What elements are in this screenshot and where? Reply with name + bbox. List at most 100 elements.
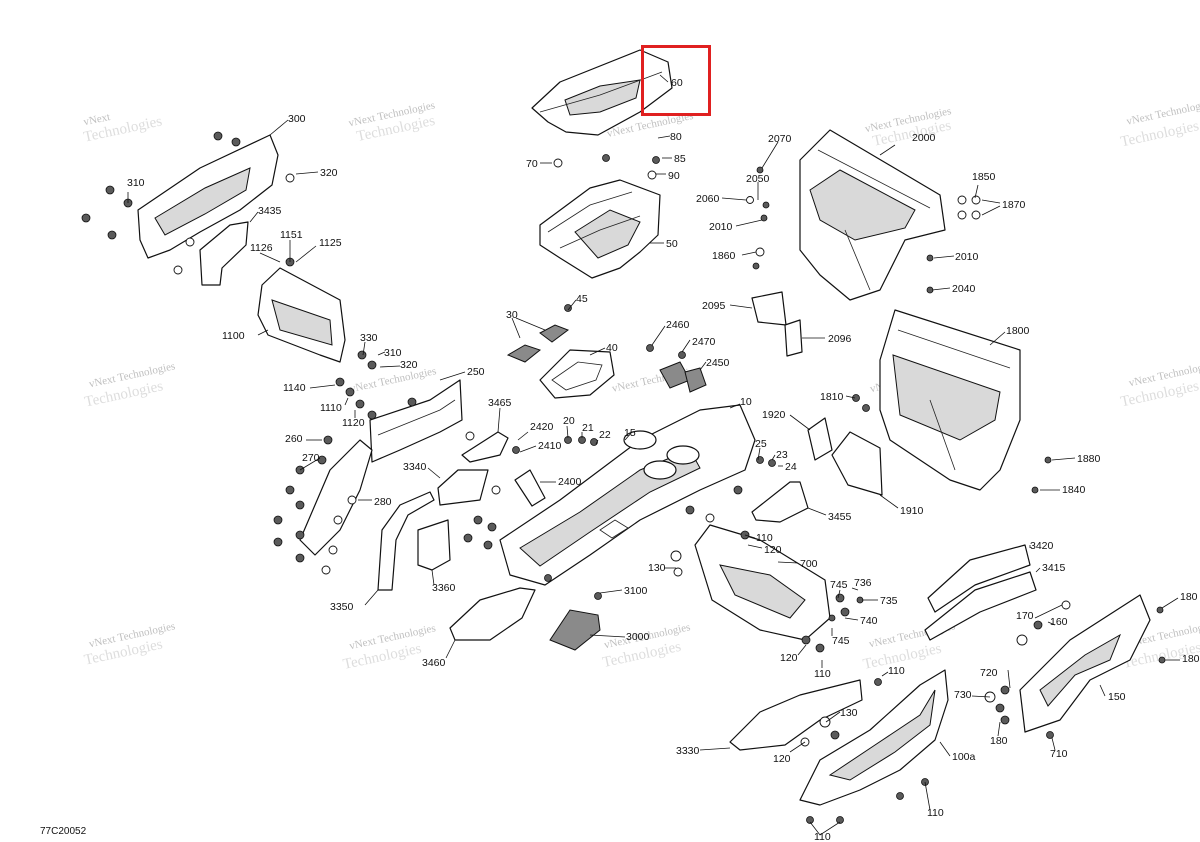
callout-745: 745 [830, 579, 848, 591]
callout-21: 21 [582, 422, 594, 434]
callout-1850: 1850 [972, 171, 996, 183]
callout-90: 90 [668, 170, 680, 182]
leader-layer [127, 74, 1180, 836]
part-3100 [549, 609, 601, 651]
part-2096 [784, 319, 803, 357]
callout-22: 22 [599, 429, 611, 441]
callout-280: 280 [374, 496, 392, 508]
diagram-code: 77C20052 [40, 826, 87, 837]
part-3350 [377, 491, 435, 591]
callout-1870: 1870 [1002, 199, 1026, 211]
part-3340 [437, 469, 489, 506]
callout-1110: 1110 [320, 402, 342, 414]
callout-250: 250 [467, 366, 485, 378]
callout-120: 120 [773, 753, 791, 765]
callout-layer: 60 80 85 90 70 50 300 310 320 3435 1126 … [127, 77, 1200, 842]
callout-70: 70 [526, 158, 538, 170]
part-50-console-bin [539, 179, 661, 279]
callout-2050: 2050 [746, 173, 770, 185]
callout-3350: 3350 [330, 601, 354, 613]
callout-3415: 3415 [1042, 562, 1066, 574]
callout-3460: 3460 [422, 657, 446, 669]
callout-700: 700 [800, 558, 818, 570]
callout-40: 40 [606, 342, 618, 354]
callout-1151: 1151 [280, 229, 303, 241]
callout-1120: 1120 [342, 417, 365, 429]
callout-2060: 2060 [696, 193, 720, 205]
callout-50: 50 [666, 238, 678, 250]
callout-110: 110 [814, 831, 831, 842]
part-60-top-cover [531, 49, 673, 136]
callout-23: 23 [776, 449, 788, 461]
callout-45: 45 [576, 293, 588, 305]
callout-735: 735 [880, 595, 898, 607]
watermark-text: vNext [82, 111, 111, 128]
callout-3435: 3435 [258, 205, 282, 217]
part-10-main-console [499, 404, 756, 586]
callout-736: 736 [854, 577, 872, 589]
fastener-layer [81, 131, 1166, 824]
callout-110: 110 [888, 665, 905, 677]
callout-80: 80 [670, 131, 682, 143]
callout-1810: 1810 [820, 391, 844, 403]
callout-20: 20 [563, 415, 575, 427]
callout-2095: 2095 [702, 300, 726, 312]
callout-10: 10 [740, 396, 752, 408]
callout-310: 310 [127, 177, 145, 189]
callout-2450: 2450 [706, 357, 730, 369]
highlight-box-part-60 [641, 45, 711, 116]
part-3415 [924, 571, 1037, 641]
callout-1140: 1140 [283, 382, 306, 394]
callout-1920: 1920 [762, 409, 786, 421]
callout-2096: 2096 [828, 333, 852, 345]
callout-710: 710 [1050, 748, 1068, 760]
callout-740: 740 [860, 615, 878, 627]
callout-3340: 3340 [403, 461, 427, 473]
part-40-tray [539, 349, 615, 399]
callout-3330: 3330 [676, 745, 700, 757]
callout-320: 320 [320, 167, 338, 179]
callout-130: 130 [840, 707, 858, 719]
callout-1880: 1880 [1077, 453, 1101, 465]
callout-3360: 3360 [432, 582, 456, 594]
callout-1126: 1126 [250, 242, 273, 254]
callout-730: 730 [954, 689, 972, 701]
part-2095 [751, 291, 787, 326]
watermark-text: vNext Technologies [349, 365, 438, 395]
callout-745: 745 [832, 635, 850, 647]
part-250 [369, 379, 463, 463]
part-2400 [514, 469, 546, 507]
callout-2000: 2000 [912, 132, 936, 144]
callout-310: 310 [384, 347, 402, 359]
callout-180: 180 [1182, 653, 1200, 665]
callout-2470: 2470 [692, 336, 716, 348]
callout-150: 150 [1108, 691, 1126, 703]
callout-60: 60 [671, 77, 683, 89]
callout-1800: 1800 [1006, 325, 1030, 337]
callout-3100: 3100 [624, 585, 648, 597]
callout-2070: 2070 [768, 133, 792, 145]
callout-330: 330 [360, 332, 378, 344]
part-150 [1019, 594, 1151, 733]
part-2000 [799, 129, 946, 301]
part-1920 [807, 417, 833, 461]
callout-1910: 1910 [900, 505, 924, 517]
part-300-left-panel [137, 134, 279, 259]
callout-3455: 3455 [828, 511, 852, 523]
callout-2040: 2040 [952, 283, 976, 295]
callout-25: 25 [755, 438, 767, 450]
callout-110: 110 [756, 532, 773, 544]
callout-180: 180 [1180, 591, 1198, 603]
callout-3000: 3000 [626, 631, 650, 643]
callout-2010: 2010 [709, 221, 733, 233]
callout-170: 170 [1016, 610, 1034, 622]
callout-130: 130 [648, 562, 666, 574]
callout-24: 24 [785, 461, 797, 473]
part-3420 [927, 544, 1031, 613]
callout-2010: 2010 [955, 251, 979, 263]
callout-2460: 2460 [666, 319, 690, 331]
callout-120: 120 [764, 544, 782, 556]
part-3460 [449, 587, 536, 641]
callout-30: 30 [506, 309, 518, 321]
callout-320: 320 [400, 359, 418, 371]
